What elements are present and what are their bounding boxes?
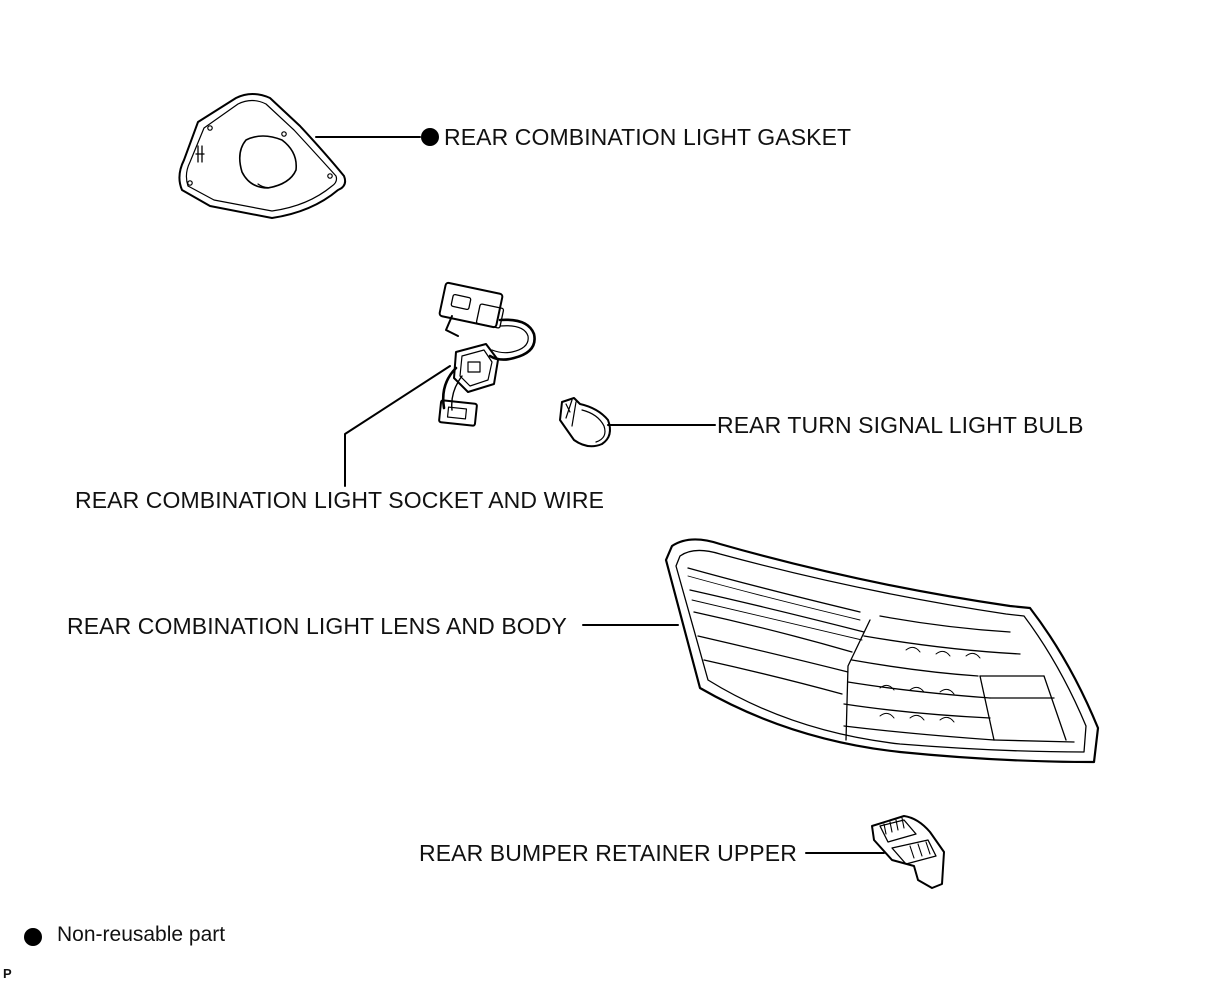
label-bulb: REAR TURN SIGNAL LIGHT BULB: [717, 412, 1084, 438]
label-socket: REAR COMBINATION LIGHT SOCKET AND WIRE: [75, 487, 605, 513]
label-lens: REAR COMBINATION LIGHT LENS AND BODY: [67, 613, 567, 639]
label-gasket: REAR COMBINATION LIGHT GASKET: [444, 124, 852, 150]
lens-drawing: [664, 538, 1100, 764]
legend-dot: [24, 928, 42, 946]
gasket-drawing: [178, 93, 347, 219]
label-retainer: REAR BUMPER RETAINER UPPER: [419, 840, 797, 866]
retainer-drawing: [871, 815, 945, 889]
bulb-drawing: [559, 397, 611, 448]
gasket-non-reusable-dot: [421, 128, 439, 146]
corner-code: P: [3, 966, 12, 981]
legend-non-reusable: Non-reusable part: [57, 923, 226, 946]
socket-drawing: [438, 281, 536, 427]
socket-leader-line: [344, 365, 451, 487]
